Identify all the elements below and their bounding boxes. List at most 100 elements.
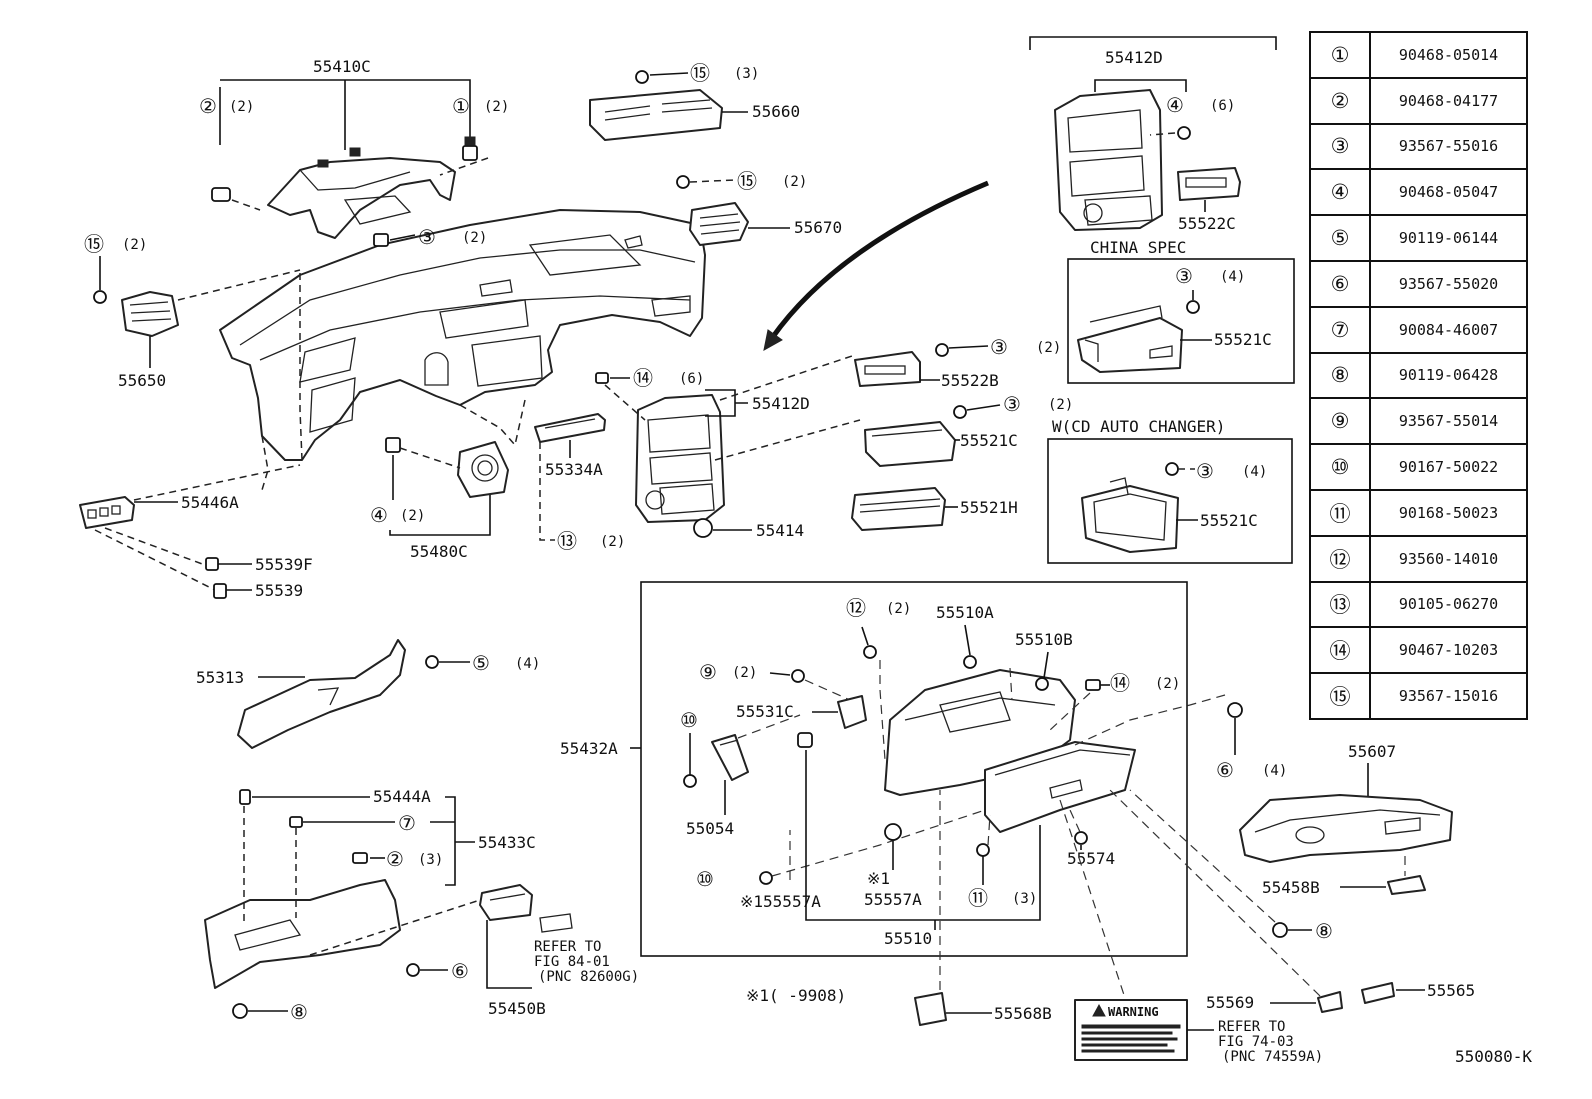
legend-code: ⑭ <box>1309 626 1371 675</box>
legend-code: ⑪ <box>1309 488 1371 537</box>
svg-text:(3): (3) <box>734 66 759 82</box>
label-55522B: 55522B <box>941 371 999 390</box>
legend-part-number: 93567-55020 <box>1369 259 1528 308</box>
label-55521C-cd: 55521C <box>1200 511 1258 530</box>
label-55650: 55650 <box>118 371 166 390</box>
legend-part-number: 90084-46007 <box>1369 305 1528 354</box>
callout-3-2-b: ③ <box>990 335 1008 359</box>
label-55521C-mid: 55521C <box>960 431 1018 450</box>
svg-text:(2): (2) <box>462 230 487 246</box>
lower-panel-55313-part <box>237 639 406 749</box>
callout-6-4: ⑥ <box>1216 758 1234 782</box>
legend-part-number: 90168-50023 <box>1369 488 1528 537</box>
pocket-55450B-part <box>479 884 533 921</box>
label-55557A-mark: ※1 <box>867 869 890 888</box>
label-55568B: 55568B <box>994 1004 1052 1023</box>
label-55660: 55660 <box>752 102 800 121</box>
bracket-55521C-cd-part <box>1081 477 1179 553</box>
label-55670: 55670 <box>794 218 842 237</box>
callout-4-6: ④ <box>1166 93 1184 117</box>
screw-4 <box>1177 126 1191 140</box>
legend-part-number: 90119-06428 <box>1369 351 1528 400</box>
callout-8-b: ⑧ <box>1315 919 1333 943</box>
unit-55521H-part <box>851 487 946 531</box>
refer-fig-84-01-l2: FIG 84-01 <box>534 954 610 970</box>
callout-3-2-c: ③ <box>1003 392 1021 416</box>
label-55569: 55569 <box>1206 993 1254 1012</box>
svg-text:(4): (4) <box>515 656 540 672</box>
label-55446A: 55446A <box>181 493 239 512</box>
callout-12: ⑫ <box>846 596 866 620</box>
callout-15: ⑮ <box>84 232 104 256</box>
refer-fig-84-01-l1: REFER TO <box>534 939 601 955</box>
bracket-55458B-part <box>1387 875 1426 895</box>
undercover-55607-part <box>1239 794 1453 863</box>
screw-10b <box>759 871 773 885</box>
screw-3-c <box>953 405 967 419</box>
screw-10a <box>683 774 697 788</box>
legend-code: ⑩ <box>1309 443 1371 491</box>
legend-code: ⑦ <box>1309 305 1371 354</box>
unit-55521C-part <box>864 421 956 467</box>
legend-code: ⑬ <box>1309 580 1371 629</box>
svg-text:(2): (2) <box>229 99 254 115</box>
fastener-clip-2 <box>211 187 231 202</box>
screw-55510A <box>963 655 977 669</box>
panel-55522B-part <box>854 351 921 387</box>
label-55521H: 55521H <box>960 498 1018 517</box>
legend-part-number: 90468-05014 <box>1369 31 1528 79</box>
label-55433C: 55433C <box>478 833 536 852</box>
callout-10-b: ⑩ <box>696 867 714 891</box>
callout-3: ③ <box>418 225 436 249</box>
legend-code: ③ <box>1309 122 1371 171</box>
screw-55510B <box>1035 677 1049 691</box>
legend-part-number: 90119-06144 <box>1369 214 1528 262</box>
callout-9: ⑨ <box>699 660 717 684</box>
figure-id: 550080-K <box>1455 1047 1532 1066</box>
callout-2: ② <box>199 94 217 118</box>
damper-55054-part <box>711 734 749 781</box>
switch-bezel-55480C-part <box>457 441 509 498</box>
svg-text:(3): (3) <box>418 852 443 868</box>
center-cluster-part <box>635 394 725 523</box>
screw-3-b <box>935 343 949 357</box>
bumper-55565-part <box>1361 982 1395 1004</box>
label-55432A: 55432A <box>560 739 618 758</box>
callout-3-4-china: ③ <box>1175 264 1193 288</box>
legend-code: ⑧ <box>1309 351 1371 400</box>
callout-8: ⑧ <box>290 1000 308 1024</box>
callout-14-6: ⑭ <box>633 366 653 390</box>
screw-6b <box>1227 702 1243 718</box>
svg-text:(4): (4) <box>1242 464 1267 480</box>
callout-2-3: ② <box>386 847 404 871</box>
svg-text:(2): (2) <box>886 601 911 617</box>
callout-5-4: ⑤ <box>472 651 490 675</box>
screw-8b <box>1272 922 1288 938</box>
callout-15-3: ⑮ <box>690 61 710 85</box>
label-55565: 55565 <box>1427 981 1475 1000</box>
label-55412D-china: 55412D <box>1105 48 1163 67</box>
clip-55414 <box>693 518 713 538</box>
screw-14b <box>1085 679 1101 691</box>
callout-1: ① <box>452 94 470 118</box>
bracket-55521C-china-part <box>1077 305 1183 373</box>
callout-14-2: ⑭ <box>1110 671 1130 695</box>
label-55444A: 55444A <box>373 787 431 806</box>
label-55539F: 55539F <box>255 555 313 574</box>
lock-55531C-part <box>837 695 867 729</box>
svg-text:(6): (6) <box>1210 98 1235 114</box>
panel-55522C-part <box>1177 167 1241 201</box>
catch-55568B-part <box>914 992 947 1026</box>
svg-text:(2): (2) <box>1155 676 1180 692</box>
glovebox-door-part <box>984 741 1136 833</box>
refer-card-1 <box>539 913 573 933</box>
label-55458B: 55458B <box>1262 878 1320 897</box>
